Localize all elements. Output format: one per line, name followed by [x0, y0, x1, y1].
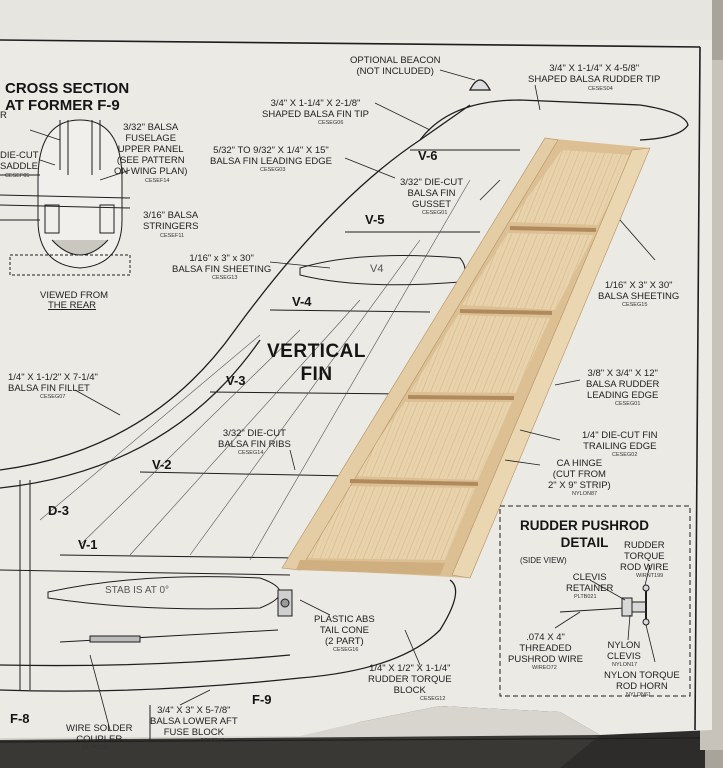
station-v4: V-4 [292, 294, 312, 309]
stab-label: STAB IS AT 0° [105, 585, 170, 596]
fin-sheeting-label: 1/16" x 3" x 30" BALSA FIN SHEETING [172, 253, 272, 275]
fin-outline [0, 79, 689, 692]
pushrod-detail-box [499, 505, 691, 697]
optional-beacon-label: OPTIONAL BEACON (NOT INCLUDED) [350, 55, 441, 77]
cross-section-title-1: CROSS SECTION [5, 80, 130, 97]
tail-cone-code: CESEG16 [333, 647, 359, 653]
nylon-clevis-code: NYLON17 [612, 662, 638, 668]
fin-ribs-code: CESEG14 [238, 450, 264, 456]
cross-section-drawing [0, 119, 131, 276]
rudder-tip-code: CESES04 [588, 86, 613, 92]
station-v6: V-6 [418, 148, 438, 163]
cross-section-title-2: AT FORMER F-9 [5, 97, 120, 114]
stringers-label: 3/16" BALSA STRINGERS [143, 210, 199, 232]
torque-rod-wire-label: RUDDER TORQUE ROD WIRE [620, 540, 669, 573]
balsa-rudder-frame [281, 137, 651, 579]
fin-sheeting-code: CESEG13 [212, 275, 238, 281]
clevis-retainer-code: PLTB021 [574, 594, 597, 600]
rudder-leading-edge-label: 3/8" X 3/4" X 12" BALSA RUDDER LEADING E… [586, 368, 660, 401]
pushrod-detail-title: RUDDER PUSHROD DETAIL [520, 518, 650, 550]
station-v1: V-1 [78, 537, 98, 552]
station-v5: V-5 [365, 212, 385, 227]
pushrod-detail-drawing [559, 584, 650, 626]
lower-aft-block-code: CESEF17 [200, 738, 225, 744]
stringers-code: CESEF11 [160, 233, 185, 239]
tail-cone-label: PLASTIC ABS TAIL CONE (2 PART) [314, 614, 375, 647]
torque-block-label: 1/4" X 1/2" X 1-1/4" RUDDER TORQUE BLOCK [368, 663, 452, 696]
wire-solder-code: METAL036 [82, 745, 110, 751]
station-f8: F-8 [10, 711, 30, 726]
v4-label: V4 [370, 263, 384, 275]
die-cut-saddle-label: DIE-CUT SADDLE [0, 150, 39, 172]
ca-hinge-code: NYLON87 [572, 491, 598, 497]
fin-tip-label: 3/4" X 1-1/4" X 2-1/8" SHAPED BALSA FIN … [262, 98, 370, 120]
fin-leading-edge-code: CESEG03 [260, 167, 286, 173]
lower-aft-block-label: 3/4" X 3" X 5-7/8" BALSA LOWER AFT FUSE … [150, 705, 238, 738]
clevis-retainer-label: CLEVIS RETAINER [566, 572, 614, 594]
fuselage-panel-code: CESEF14 [145, 178, 170, 184]
fin-trailing-edge-code: CESEG02 [612, 452, 638, 458]
side-view-label: (SIDE VIEW) [520, 556, 567, 565]
viewed-from-2: THE REAR [48, 300, 97, 311]
edge-fragment: R [0, 110, 7, 121]
fin-fillet-label: 1/4" X 1-1/2" X 7-1/4" BALSA FIN FILLET [8, 372, 98, 394]
torque-block-code: CESEG12 [420, 696, 446, 702]
vertical-fin-title: VERTICAL FIN [267, 341, 366, 385]
fin-leading-edge-label: 5/32" TO 9/32" X 1/4" X 15" BALSA FIN LE… [210, 145, 332, 167]
die-cut-saddle-code: CESEF05 [5, 173, 30, 179]
wire-solder-label: WIRE SOLDER COUPLER [66, 723, 133, 745]
fin-ribs-label: 3/32" DIE-CUT BALSA FIN RIBS [218, 428, 291, 450]
torque-horn-label: NYLON TORQUE ROD HORN [604, 670, 680, 692]
balsa-sheeting-code: CESEG15 [622, 302, 648, 308]
nylon-clevis-label: NYLON CLEVIS [607, 640, 641, 662]
ca-hinge-label: CA HINGE (CUT FROM 2" X 9" STRIP) [548, 458, 611, 491]
rudder-leading-edge-code: CESEG01 [615, 401, 641, 407]
leader-lines [29, 69, 656, 731]
viewed-from-1: VIEWED FROM [40, 290, 109, 301]
torque-rod-wire-code: WIRNT199 [636, 573, 664, 579]
fuselage-panel-label: 3/32" BALSA FUSELAGE UPPER PANEL (SEE PA… [114, 122, 188, 177]
rudder-tip-label: 3/4" X 1-1/4" X 4-5/8" SHAPED BALSA RUDD… [528, 63, 661, 85]
fin-gusset-label: 3/32" DIE-CUT BALSA FIN GUSSET [400, 177, 464, 210]
fin-ribs [0, 149, 520, 690]
station-v2: V-2 [152, 457, 172, 472]
pushrod-wire-label: .074 X 4" THREADED PUSHROD WIRE [508, 632, 583, 665]
fin-gusset-code: CESEG01 [422, 210, 448, 216]
tail-hardware [59, 589, 293, 740]
fin-tip-code: CESEG06 [318, 120, 344, 126]
balsa-sheeting-label: 1/16" X 3" X 30" BALSA SHEETING [598, 280, 680, 302]
torque-horn-code: NYLON61 [626, 692, 652, 698]
fin-trailing-edge-label: 1/4" DIE-CUT FIN TRAILING EDGE [582, 430, 658, 452]
pushrod-wire-code: WIREO72 [532, 665, 557, 671]
station-d3: D-3 [48, 503, 69, 518]
station-f9: F-9 [252, 692, 272, 707]
fin-fillet-code: CESEG07 [40, 394, 66, 400]
station-v3: V-3 [226, 373, 246, 388]
